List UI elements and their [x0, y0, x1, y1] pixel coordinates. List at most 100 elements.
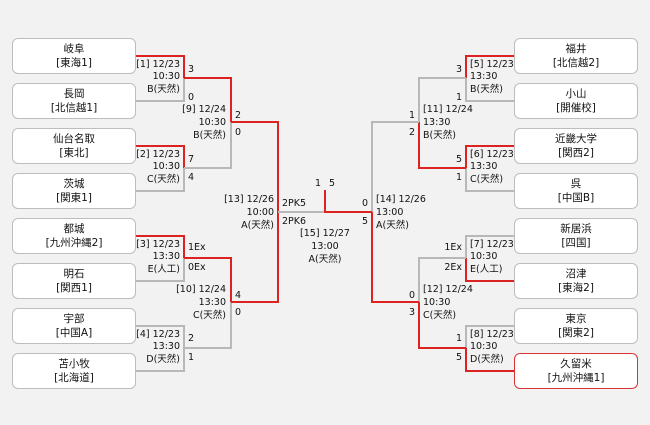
team-tokyo: 東京[関東2] — [514, 308, 638, 344]
line-m6-top — [465, 145, 514, 168]
team-region: [関西2] — [558, 147, 594, 159]
score: 2PK5 — [282, 198, 307, 209]
score: 2 — [235, 110, 242, 121]
match-venue: A(天然) — [308, 254, 342, 265]
line-m5-out — [418, 77, 466, 122]
team-name: 福井 — [565, 43, 587, 55]
match-time: 10:30 — [423, 297, 451, 308]
match-id: [5] 12/23 — [470, 59, 514, 70]
team-name: 仙台名取 — [53, 133, 95, 145]
match-venue: C(天然) — [423, 310, 457, 321]
line-m2-out — [184, 122, 232, 169]
team-numazu: 沼津[東海2] — [514, 263, 638, 299]
score: 0 — [408, 290, 415, 301]
score: 7 — [188, 154, 195, 165]
match-time: 10:30 — [470, 341, 498, 352]
match-id: [7] 12/23 — [470, 239, 514, 250]
score: 1Ex — [188, 242, 206, 253]
match-time: 10:30 — [152, 161, 180, 172]
match-time: 13:30 — [152, 251, 180, 262]
line-m4-top — [136, 325, 185, 348]
match-id: [6] 12/23 — [470, 149, 514, 160]
line-m2-top — [136, 145, 185, 168]
line-m5-bottom — [465, 78, 514, 102]
score: 1 — [408, 110, 415, 121]
line-m1-bottom — [136, 78, 185, 102]
score: 1 — [455, 92, 462, 103]
score: 2Ex — [444, 262, 462, 273]
line-m12-out — [371, 212, 419, 303]
score: 2 — [408, 127, 415, 138]
team-name: 宇部 — [63, 313, 85, 325]
line-m10-out — [231, 212, 279, 303]
team-name: 茨城 — [63, 178, 85, 190]
team-gifu: 岐阜 [東海1] — [12, 38, 136, 74]
line-m4-bottom — [136, 348, 185, 372]
match-time: 13:30 — [198, 297, 226, 308]
score: 5 — [455, 154, 462, 165]
line-m7-bottom — [465, 258, 514, 282]
team-name: 小山 — [565, 88, 587, 100]
team-akashi: 明石[関西1] — [12, 263, 136, 299]
match-time: 13:30 — [470, 71, 498, 82]
team-region: [北信越1] — [50, 102, 98, 114]
match-id: [15] 12/27 — [300, 228, 350, 239]
match-venue: B(天然) — [147, 84, 180, 95]
match-time: 13:30 — [470, 161, 498, 172]
line-m8-bottom — [465, 348, 514, 372]
team-miyakonojo: 都城[九州沖縄2] — [12, 218, 136, 254]
team-region: [中国A] — [55, 327, 93, 339]
line-m7-out — [418, 257, 466, 302]
team-region: [中国B] — [557, 192, 595, 204]
line-m8-out — [418, 302, 466, 349]
team-sendai-natori: 仙台名取 [東北] — [12, 128, 136, 164]
match-id: [4] 12/23 — [136, 329, 180, 340]
team-tomakomai: 苫小牧[北海道] — [12, 353, 136, 389]
team-name: 長岡 — [63, 88, 85, 100]
team-kindai: 近畿大学 [関西2] — [514, 128, 638, 164]
score: 0 — [361, 198, 368, 209]
match-time: 13:30 — [423, 117, 451, 128]
match-id: [10] 12/24 — [176, 284, 226, 295]
team-region: [北信越2] — [552, 57, 600, 69]
match-venue: B(天然) — [423, 130, 456, 141]
team-kurume-champion: 久留米[九州沖縄1] — [514, 353, 638, 389]
match-id: [13] 12/26 — [224, 194, 274, 205]
line-m6-out — [418, 122, 466, 169]
match-venue: D(天然) — [470, 354, 504, 365]
match-venue: C(天然) — [192, 310, 226, 321]
match-venue: C(天然) — [470, 174, 504, 185]
score: 3 — [408, 307, 415, 318]
team-name: 近畿大学 — [555, 133, 597, 145]
score: 5 — [455, 352, 462, 363]
team-region: [東北] — [59, 147, 89, 159]
match-venue: A(天然) — [241, 220, 274, 231]
score: 1Ex — [444, 242, 462, 253]
match-venue: D(天然) — [146, 354, 180, 365]
match-time: 13:00 — [376, 207, 404, 218]
line-m3-out — [184, 257, 232, 302]
score: 2 — [188, 333, 195, 344]
match-id: [8] 12/23 — [470, 329, 514, 340]
line-m1-top — [136, 55, 185, 78]
line-m5-top — [465, 55, 514, 78]
line-m14-out — [324, 190, 372, 213]
team-name: 岐阜 — [63, 43, 85, 55]
match-venue: A(天然) — [376, 220, 409, 231]
line-m2-bottom — [136, 168, 185, 192]
team-name: 明石 — [63, 268, 85, 280]
match-id: [1] 12/23 — [136, 59, 180, 70]
team-niihama: 新居浜[四国] — [514, 218, 638, 254]
match-time: 10:00 — [246, 207, 274, 218]
line-m1-out — [184, 77, 232, 122]
score: 1 — [455, 333, 462, 344]
team-name: 東京 — [565, 313, 587, 325]
score: 1 — [188, 352, 195, 363]
match-venue: E(人工) — [470, 264, 503, 275]
match-time: 10:30 — [470, 251, 498, 262]
match-id: [3] 12/23 — [136, 239, 180, 250]
match-id: [2] 12/23 — [136, 149, 180, 160]
team-region: [東海1] — [56, 57, 92, 69]
team-region: [四国] — [561, 237, 591, 249]
